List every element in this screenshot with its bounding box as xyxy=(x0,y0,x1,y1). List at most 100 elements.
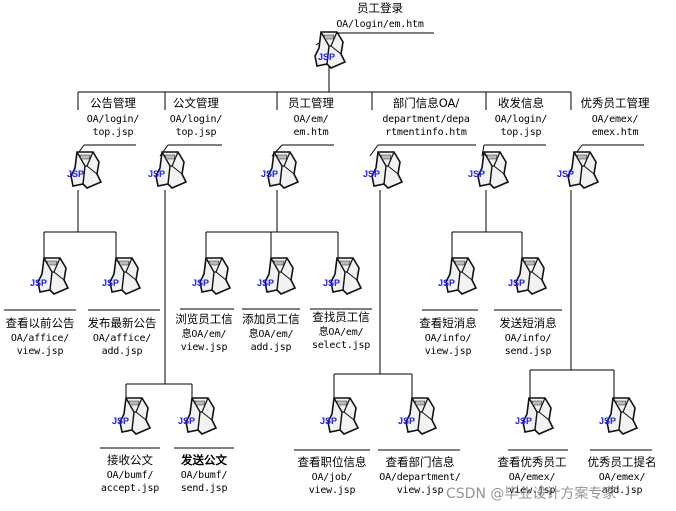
jsp-icon: JSP xyxy=(148,151,187,189)
jsp-icon-text: JSP xyxy=(261,169,278,179)
node-path: 息OA/em/ add.jsp xyxy=(248,329,294,353)
node-doc-send: 发送公文 OA/bumf/ send.jsp xyxy=(168,454,240,495)
node-title: 查看优秀员工 xyxy=(497,455,567,469)
jsp-icon-text: JSP xyxy=(508,278,525,288)
node-path: 息OA/em/ view.jsp xyxy=(180,329,228,353)
node-doc: 公文管理 OA/login/ top.jsp xyxy=(165,97,227,139)
node-path: OA/emex/ emex.htm xyxy=(591,114,639,138)
jsp-icon-text: JSP xyxy=(363,169,380,179)
node-title: 收发信息 xyxy=(498,96,544,110)
node-emp: 员工管理 OA/em/ em.htm xyxy=(280,97,342,139)
node-path: OA/bumf/ send.jsp xyxy=(180,470,228,494)
jsp-icon: JSP xyxy=(363,151,403,189)
jsp-icon-text: JSP xyxy=(515,416,532,426)
jsp-icon: JSP xyxy=(508,257,547,295)
jsp-icon: JSP xyxy=(398,397,437,435)
jsp-icon: JSP xyxy=(192,257,231,295)
node-msg-send: 发送短消息 OA/info/ send.jsp xyxy=(494,317,562,358)
node-title: 查看职位信息 xyxy=(297,455,367,469)
jsp-icon-text: JSP xyxy=(318,52,335,62)
jsp-icon: JSP xyxy=(438,257,477,295)
jsp-icon-text: JSP xyxy=(102,278,119,288)
node-title: 优秀员工管理 xyxy=(580,96,650,110)
node-title: 公告管理 xyxy=(90,96,136,110)
jsp-icon-text: JSP xyxy=(257,278,274,288)
jsp-icon: JSP xyxy=(30,257,69,295)
node-path: OA/login/em.htm xyxy=(336,19,424,30)
node-title: 查看部门信息 xyxy=(385,455,455,469)
node-title: 查看短消息 xyxy=(419,316,477,330)
jsp-icon: JSP xyxy=(599,397,638,435)
node-path: OA/bumf/ accept.jsp xyxy=(100,470,160,494)
jsp-icon: JSP xyxy=(557,151,599,189)
node-path: OA/department/ view.jsp xyxy=(379,472,461,496)
node-path: OA/em/ em.htm xyxy=(293,114,329,138)
node-excellent-nominate: 优秀员工提名 OA/emex/ add.jsp xyxy=(580,456,664,497)
jsp-icon: JSP xyxy=(323,257,362,295)
jsp-icon: JSP xyxy=(67,151,102,189)
node-path: 息OA/em/ select.jsp xyxy=(311,327,371,351)
node-title: 接收公文 xyxy=(107,453,153,467)
node-title: 浏览员工信 xyxy=(175,312,233,326)
node-notice-add: 发布最新公告 OA/affice/ add.jsp xyxy=(82,317,162,358)
node-notice: 公告管理 OA/login/ top.jsp xyxy=(82,97,144,139)
node-title: 员工管理 xyxy=(288,96,334,110)
jsp-icon: JSP xyxy=(102,257,141,295)
jsp-icon-text: JSP xyxy=(148,169,165,179)
node-path: OA/info/ view.jsp xyxy=(424,333,472,357)
jsp-icon: JSP xyxy=(515,397,554,435)
node-title: 发送短消息 xyxy=(499,316,557,330)
node-path: OA/login/ top.jsp xyxy=(169,114,223,138)
jsp-icon-text: JSP xyxy=(178,416,195,426)
jsp-icon-text: JSP xyxy=(599,416,616,426)
node-login: 员工登录 OA/login/em.htm xyxy=(320,2,440,31)
node-title: 员工登录 xyxy=(357,1,403,15)
node-title: 添加员工信 xyxy=(242,312,300,326)
node-path: OA/emex/ add.jsp xyxy=(598,472,646,496)
jsp-icon: JSP xyxy=(112,397,151,435)
node-excellent-view: 查看优秀员工 OA/emex/ view.jsp xyxy=(490,456,574,497)
jsp-icon: JSP xyxy=(178,397,217,435)
node-doc-accept: 接收公文 OA/bumf/ accept.jsp xyxy=(94,454,166,495)
jsp-icon: JSP xyxy=(261,151,299,189)
node-path: OA/login/ top.jsp xyxy=(86,114,140,138)
node-emp-view: 浏览员工信 息OA/em/ view.jsp xyxy=(171,313,237,354)
node-emp-select: 查找员工信 息OA/em/ select.jsp xyxy=(306,311,376,352)
node-excellent: 优秀员工管理 OA/emex/ emex.htm xyxy=(573,97,657,139)
jsp-icon: JSP xyxy=(320,397,359,435)
jsp-icon: JSP xyxy=(468,151,509,189)
jsp-icon-text: JSP xyxy=(468,169,485,179)
node-path: OA/job/ view.jsp xyxy=(308,472,356,496)
jsp-icons: JSP JSP JSP JSP JSP JSP JSP JSP xyxy=(30,31,638,435)
jsp-icon-text: JSP xyxy=(323,278,340,288)
jsp-icon: JSP xyxy=(257,257,296,295)
node-notice-view: 查看以前公告 OA/affice/ view.jsp xyxy=(0,317,80,358)
node-dept-view: 查看部门信息 OA/department/ view.jsp xyxy=(374,456,466,497)
node-path: OA/info/ send.jsp xyxy=(504,333,552,357)
node-job-view: 查看职位信息 OA/job/ view.jsp xyxy=(290,456,374,497)
node-msg-view: 查看短消息 OA/info/ view.jsp xyxy=(414,317,482,358)
node-msg: 收发信息 OA/login/ top.jsp xyxy=(490,97,552,139)
jsp-icon: JSP xyxy=(314,31,346,69)
node-title: 公文管理 xyxy=(173,96,219,110)
node-title: 查看以前公告 xyxy=(5,316,75,330)
jsp-icon-text: JSP xyxy=(67,169,84,179)
node-path: OA/affice/ view.jsp xyxy=(10,333,70,357)
watermark: CSDN @毕业设计方案专家 xyxy=(446,486,617,502)
node-path: OA/affice/ add.jsp xyxy=(92,333,152,357)
node-title: 查找员工信 xyxy=(312,310,370,324)
connector-lines xyxy=(4,32,652,451)
node-emp-add: 添加员工信 息OA/em/ add.jsp xyxy=(238,313,304,354)
jsp-icon-text: JSP xyxy=(438,278,455,288)
node-title: 部门信息OA/ xyxy=(392,96,460,110)
node-title: 发送公文 xyxy=(181,453,227,467)
jsp-icon-text: JSP xyxy=(557,169,574,179)
node-title: 优秀员工提名 xyxy=(587,455,657,469)
node-title: 发布最新公告 xyxy=(87,316,157,330)
node-path: OA/login/ top.jsp xyxy=(494,114,548,138)
jsp-icon-text: JSP xyxy=(30,278,47,288)
jsp-icon-text: JSP xyxy=(112,416,129,426)
jsp-icon-text: JSP xyxy=(320,416,337,426)
jsp-icon-text: JSP xyxy=(398,416,415,426)
